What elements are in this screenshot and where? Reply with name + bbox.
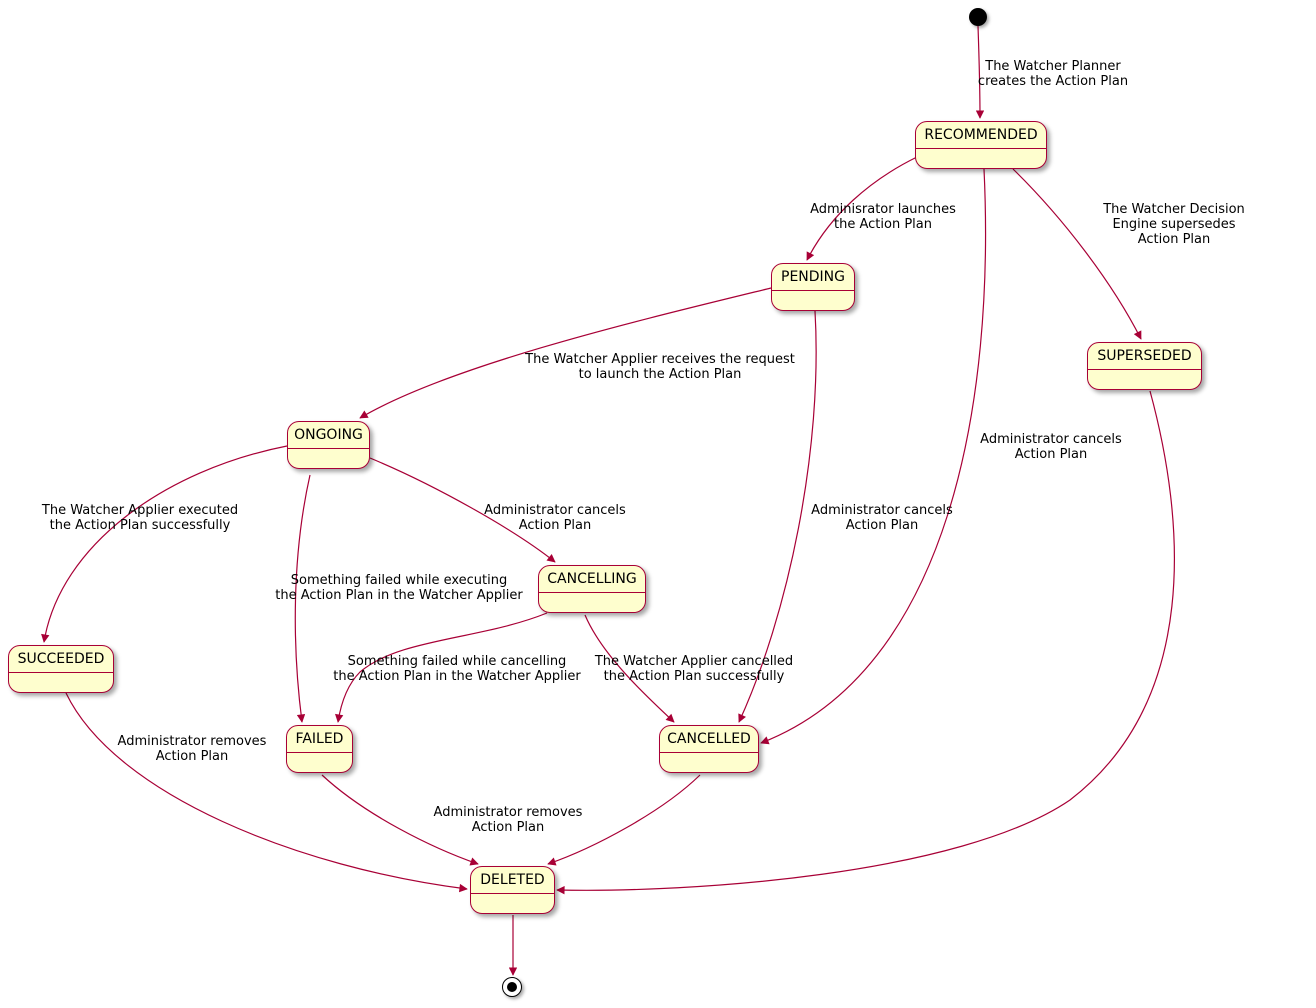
state-superseded-label: SUPERSEDED	[1097, 348, 1192, 364]
edge-recommended-pending	[806, 156, 918, 261]
transition-paths	[41, 25, 1175, 976]
edge-succeeded-deleted	[65, 692, 468, 893]
label-recommended-to-pending: Adminisrator launches the Action Plan	[810, 202, 956, 232]
edge-ongoing-cancelling	[369, 457, 556, 563]
state-failed-body	[287, 752, 352, 772]
state-cancelled: CANCELLED	[659, 725, 759, 773]
final-state-dot	[507, 982, 517, 992]
label-succeeded-to-deleted: Administrator removes Action Plan	[117, 734, 267, 764]
label-ongoing-to-succeeded: The Watcher Applier executed the Action …	[41, 503, 239, 533]
state-recommended: RECOMMENDED	[915, 121, 1047, 169]
state-cancelled-body	[660, 752, 758, 772]
label-ongoing-to-cancelling: Administrator cancels Action Plan	[484, 503, 626, 533]
initial-state-node	[969, 8, 987, 26]
state-failed: FAILED	[286, 725, 353, 773]
edge-initial-recommended	[975, 25, 985, 119]
label-recommended-to-superseded: The Watcher Decision Engine supersedes A…	[1103, 202, 1245, 247]
label-pending-to-cancelled: Administrator cancels Action Plan	[811, 503, 953, 533]
state-cancelling-body	[539, 592, 645, 612]
edge-failed-deleted	[321, 774, 479, 866]
state-recommended-label: RECOMMENDED	[924, 127, 1038, 143]
state-deleted-label: DELETED	[480, 872, 545, 888]
label-recommended-to-cancelled: Administrator cancels Action Plan	[980, 432, 1122, 462]
edge-pending-cancelled	[738, 310, 817, 723]
edge-pending-ongoing	[359, 287, 772, 419]
edge-cancelling-failed	[335, 612, 548, 723]
state-pending-label: PENDING	[781, 269, 845, 285]
state-superseded-body	[1088, 369, 1201, 389]
edge-superseded-deleted	[556, 390, 1175, 895]
state-ongoing-label: ONGOING	[294, 427, 363, 443]
state-ongoing-body	[288, 448, 369, 468]
final-state-node	[502, 977, 522, 997]
state-succeeded: SUCCEEDED	[8, 645, 114, 693]
state-pending-body	[772, 290, 854, 310]
label-pending-to-ongoing: The Watcher Applier receives the request…	[525, 352, 795, 382]
label-failed-to-deleted: Administrator removes Action Plan	[433, 805, 583, 835]
state-recommended-body	[916, 148, 1046, 168]
edge-cancelling-cancelled	[584, 614, 675, 723]
label-initial-to-recommended: The Watcher Planner creates the Action P…	[977, 59, 1129, 89]
state-deleted: DELETED	[470, 866, 555, 914]
state-succeeded-label: SUCCEEDED	[17, 651, 105, 667]
state-failed-label: FAILED	[295, 731, 344, 747]
edge-ongoing-succeeded	[41, 445, 288, 643]
state-superseded: SUPERSEDED	[1087, 342, 1202, 390]
label-ongoing-to-failed: Something failed while executing the Act…	[275, 573, 523, 603]
state-cancelling-label: CANCELLING	[547, 571, 637, 587]
state-ongoing: ONGOING	[287, 421, 370, 469]
state-cancelled-label: CANCELLED	[667, 731, 751, 747]
state-pending: PENDING	[771, 263, 855, 311]
state-cancelling: CANCELLING	[538, 565, 646, 613]
edge-recommended-cancelled	[760, 168, 987, 745]
edge-cancelled-deleted	[547, 774, 701, 866]
label-cancelling-to-failed: Something failed while cancelling the Ac…	[333, 654, 581, 684]
state-deleted-body	[471, 893, 554, 913]
edge-recommended-superseded	[1012, 168, 1142, 340]
edge-ongoing-failed	[294, 474, 311, 723]
state-succeeded-body	[9, 672, 113, 692]
label-cancelling-to-cancelled: The Watcher Applier cancelled the Action…	[594, 654, 794, 684]
